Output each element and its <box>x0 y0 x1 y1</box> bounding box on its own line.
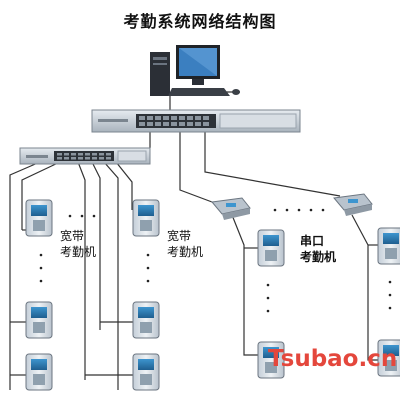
terminal-screen <box>31 205 47 216</box>
link-bus-3 <box>77 161 86 380</box>
pc-drive <box>153 57 167 60</box>
terminal-keypad <box>140 220 152 231</box>
serial-converter-1 <box>211 197 251 220</box>
terminal-screen <box>138 307 154 318</box>
link-switch-converter-2 <box>204 132 341 197</box>
access-switch-panel <box>117 150 147 162</box>
attendance-terminal <box>132 301 160 339</box>
access-switch <box>19 147 151 165</box>
converter-1-label <box>226 203 236 207</box>
serial-label-line-2: 考勤机 <box>300 250 337 264</box>
terminal-screen <box>383 233 399 244</box>
broadband-label-1-line-1: 宽带 <box>60 229 85 243</box>
attendance-terminal <box>25 199 53 237</box>
attendance-terminal <box>257 229 285 267</box>
column-dots <box>39 253 392 313</box>
broadband-label-2-line-2: 考勤机 <box>167 245 204 259</box>
attendance-terminal <box>132 353 160 391</box>
serial-label: 串口 考勤机 <box>300 233 336 265</box>
access-switch-ports <box>54 151 114 161</box>
terminal-screen <box>138 205 154 216</box>
link-bus-2 <box>21 161 61 230</box>
attendance-terminals <box>25 199 400 391</box>
terminal-keypad <box>140 322 152 333</box>
link-bus-6 <box>115 161 133 210</box>
terminal-screen <box>383 345 399 356</box>
server-computer <box>150 45 240 96</box>
attendance-terminal <box>132 199 160 237</box>
broadband-label-1: 宽带 考勤机 <box>60 228 96 260</box>
link-conv1-bus <box>231 214 258 356</box>
terminal-keypad <box>33 322 45 333</box>
attendance-terminal <box>25 353 53 391</box>
broadband-label-1-line-2: 考勤机 <box>60 245 97 259</box>
broadband-label-2: 宽带 考勤机 <box>167 228 203 260</box>
serial-converter-2 <box>333 193 373 216</box>
terminal-screen <box>31 359 47 370</box>
pc-mouse <box>232 89 240 95</box>
core-switch-port-grid <box>139 116 209 126</box>
serial-label-line-1: 串口 <box>300 234 325 248</box>
terminal-keypad <box>140 374 152 385</box>
pc-screen-glare <box>179 48 217 76</box>
access-switch-logo <box>26 155 48 158</box>
terminal-screen <box>31 307 47 318</box>
link-switch-converter-1 <box>179 132 221 206</box>
link-conv2-bus <box>351 214 378 361</box>
top-dots <box>68 214 96 218</box>
pc-monitor-stand <box>192 79 204 85</box>
pc-drive-2 <box>153 63 167 65</box>
terminal-screen <box>138 359 154 370</box>
link-bus-4 <box>91 161 101 330</box>
core-switch-panel <box>219 113 297 129</box>
core-switch <box>91 109 301 133</box>
terminal-keypad <box>265 250 277 261</box>
terminal-screen <box>263 347 279 358</box>
attendance-terminal <box>257 341 285 379</box>
terminal-keypad <box>33 374 45 385</box>
converter-2-side <box>344 204 372 216</box>
converter-dots <box>273 208 325 212</box>
link-bus-5 <box>103 161 119 390</box>
converter-2-label <box>348 199 358 203</box>
terminal-keypad <box>385 360 397 371</box>
broadband-label-2-line-1: 宽带 <box>167 229 192 243</box>
connection-lines <box>9 91 378 390</box>
attendance-terminal <box>25 301 53 339</box>
core-switch-logo <box>98 119 128 122</box>
attendance-terminal <box>377 339 400 377</box>
terminal-keypad <box>385 248 397 259</box>
terminal-keypad <box>265 362 277 373</box>
diagram-title: 考勤系统网络结构图 <box>123 12 277 31</box>
converter-1-side <box>222 208 250 220</box>
access-switch-port-grid <box>57 153 111 160</box>
attendance-terminal <box>377 227 400 265</box>
terminal-keypad <box>33 220 45 231</box>
pc-keyboard <box>168 88 230 96</box>
link-bus-1 <box>9 161 41 390</box>
terminal-screen <box>263 235 279 246</box>
watermark: Tsubao.cn <box>268 346 398 372</box>
